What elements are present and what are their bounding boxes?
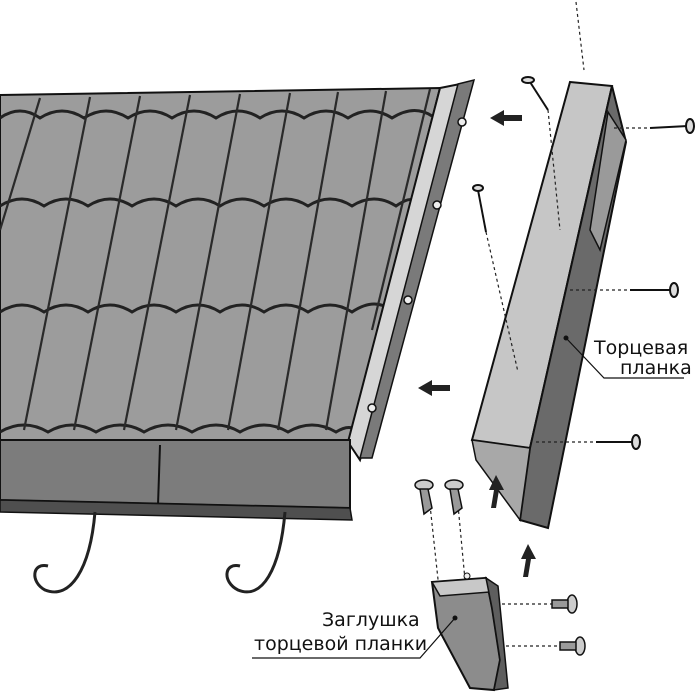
- label-end-plank: Торцевая планка: [563, 335, 692, 379]
- nail-icon: [649, 118, 695, 134]
- end-cap-label-line2: торцевой планки: [254, 633, 427, 655]
- roof-edge-board-side: [359, 78, 476, 459]
- nail-icon: [596, 434, 641, 450]
- end-plank: [470, 80, 628, 530]
- arrow-left-icon: [418, 380, 450, 396]
- nail-icon: [472, 184, 487, 233]
- end-cap-label-line1: Заглушка: [322, 609, 420, 631]
- gutter-hooks: [33, 511, 287, 594]
- screw-icon: [551, 594, 578, 614]
- label-end-cap: Заглушка торцевой планки: [252, 609, 458, 659]
- arrow-left-icon: [490, 110, 522, 126]
- tile-row-steps: [0, 109, 433, 434]
- nail-icon: [521, 76, 549, 111]
- screw-icon: [414, 479, 434, 516]
- roof-slope: [0, 78, 476, 521]
- direction-arrows: [418, 110, 536, 577]
- arrow-up-icon: [489, 475, 504, 508]
- screw-icon: [559, 636, 586, 656]
- end-plank-fold: [589, 109, 627, 253]
- screws: [414, 479, 586, 656]
- end-plank-cap: [430, 572, 509, 692]
- alignment-lines: [429, 1, 650, 647]
- nail-icon: [630, 282, 679, 298]
- tile-ribs: [0, 88, 432, 431]
- arrow-up-icon: [521, 544, 536, 577]
- end-plank-label-line2: планка: [620, 357, 692, 379]
- edge-screws: [367, 117, 467, 413]
- end-plank-label-line1: Торцевая: [593, 337, 688, 359]
- nails: [472, 76, 695, 450]
- fascia-board: [0, 439, 351, 510]
- screw-icon: [444, 479, 464, 516]
